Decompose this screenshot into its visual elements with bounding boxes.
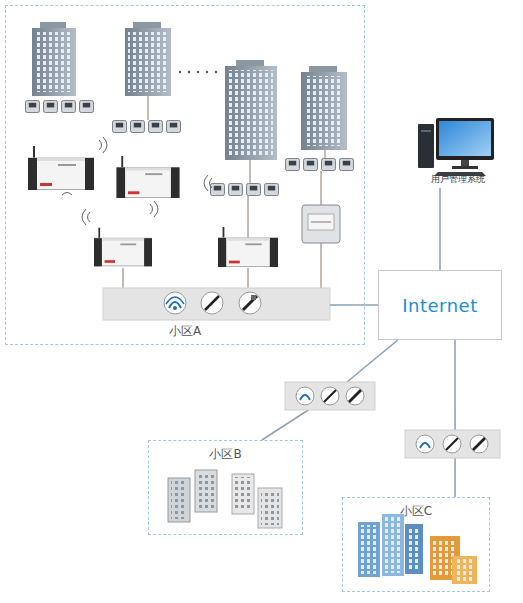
region-box: 小区B [148,440,303,535]
network-band [405,430,500,458]
cloud-box: Internet [378,270,502,340]
node-label: 小区A [169,323,201,340]
network-band [285,382,375,410]
link-line [454,340,456,497]
link-line [365,304,378,306]
link-line [439,188,441,270]
link-line [262,340,398,440]
region-box: 小区A [5,5,365,345]
building-body [125,28,171,96]
building [125,22,171,96]
ellipsis-dots [179,71,217,73]
buildings-b [168,470,282,528]
network-link [455,340,456,497]
node-label: 小区C [400,503,432,520]
windows [229,70,273,156]
meter-devices [26,100,354,195]
network-link [262,340,398,440]
wireless-waves [62,137,212,225]
network-band [103,288,365,320]
building [301,66,347,150]
building-body [225,66,277,160]
building-body [32,28,76,96]
windows [128,32,168,92]
node-label: 小区B [209,446,241,463]
building [32,22,76,96]
buildings-c [358,514,477,584]
region-box: 小区C [342,497,490,592]
outdoor-box [302,205,340,243]
building-body [301,72,347,150]
node-label: Internet [402,295,477,316]
network-link [440,188,441,270]
building [225,60,277,160]
windows [35,32,73,92]
windows [305,76,343,146]
network-link [365,304,378,305]
gateway [28,146,278,267]
node-label: 用户管理系统 [431,173,485,186]
computer-node: 用户管理系统 [410,116,505,188]
computer [418,118,494,176]
